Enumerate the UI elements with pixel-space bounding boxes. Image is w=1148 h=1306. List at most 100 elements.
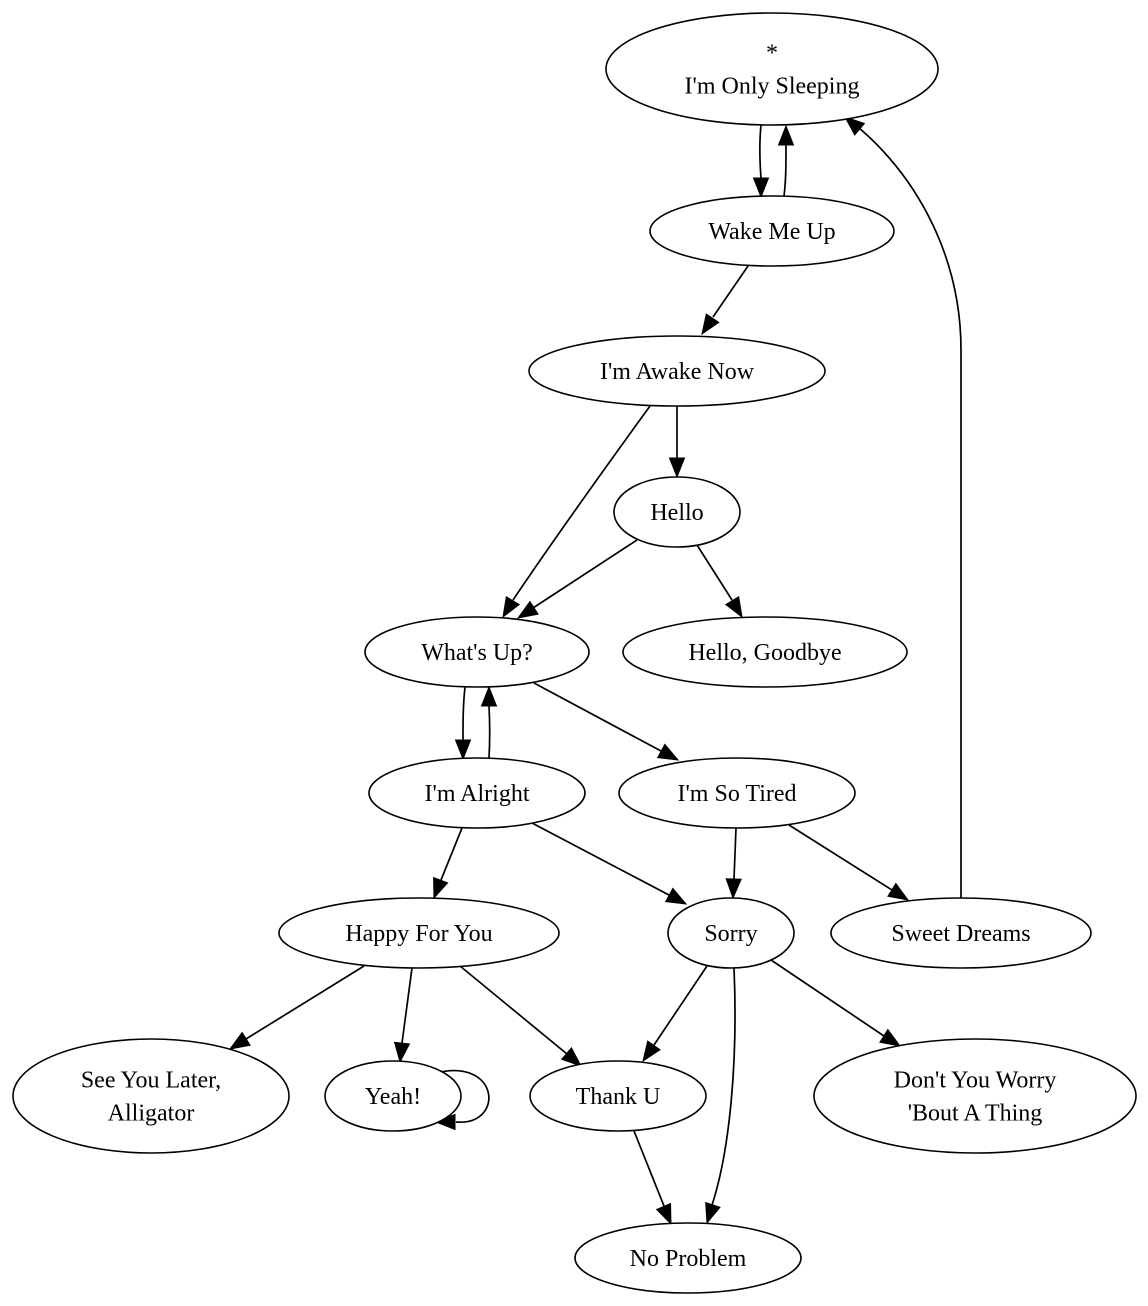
node-label: Don't You Worry	[894, 1068, 1057, 1094]
edge-sorry-to-noproblem	[705, 967, 736, 1225]
arrowhead	[393, 1041, 411, 1064]
edge-line	[533, 682, 662, 752]
edge-alright-to-sorry	[531, 822, 688, 905]
edge-line	[531, 822, 670, 896]
node-whatsup[interactable]: What's Up?	[364, 616, 590, 688]
node-ellipse	[324, 1060, 462, 1132]
edge-line	[532, 539, 638, 609]
edge-whatsup-to-tired	[533, 682, 680, 761]
node-ellipse	[613, 476, 741, 548]
edge-line	[788, 824, 893, 891]
node-later[interactable]: See You Later,Alligator	[12, 1038, 290, 1154]
node-label: *	[766, 41, 778, 67]
arrowhead	[656, 743, 680, 761]
edge-awake-to-whatsup	[502, 405, 651, 619]
edge-line	[462, 686, 466, 741]
node-label: Sweet Dreams	[891, 921, 1030, 947]
arrowhead	[454, 739, 472, 761]
edge-alright-to-whatsup	[480, 685, 498, 759]
edge-line	[633, 1130, 665, 1207]
node-ellipse	[622, 616, 908, 688]
node-label: I'm Awake Now	[600, 359, 755, 385]
node-label: Yeah!	[365, 1084, 421, 1110]
node-hellogoodbye[interactable]: Hello, Goodbye	[622, 616, 908, 688]
edge-thanku-to-noproblem	[633, 1130, 672, 1226]
node-label: Wake Me Up	[708, 219, 835, 245]
arrowhead	[664, 887, 688, 905]
edge-line	[712, 265, 749, 318]
node-ellipse	[618, 757, 856, 829]
arrowhead	[752, 177, 770, 199]
node-label: Hello, Goodbye	[688, 640, 841, 666]
node-ellipse	[528, 335, 826, 407]
arrowhead	[560, 1047, 583, 1067]
node-label: See You Later,	[81, 1068, 221, 1094]
arrowhead	[843, 116, 866, 136]
arrowhead	[724, 596, 743, 619]
arrowhead	[642, 1040, 661, 1063]
edge-line	[857, 126, 962, 898]
arrowhead	[433, 876, 449, 900]
edge-alright-to-happy	[433, 827, 463, 900]
edge-line	[696, 544, 733, 601]
edge-line	[440, 827, 463, 881]
arrowhead	[725, 878, 742, 900]
node-awake[interactable]: I'm Awake Now	[528, 335, 826, 407]
node-sweet[interactable]: Sweet Dreams	[830, 897, 1092, 969]
node-wake[interactable]: Wake Me Up	[649, 195, 895, 267]
arrowhead	[701, 313, 720, 336]
arrowhead	[655, 1202, 672, 1226]
edges-layer	[228, 116, 962, 1226]
node-alright[interactable]: I'm Alright	[368, 757, 586, 829]
node-thanku[interactable]: Thank U	[529, 1060, 707, 1132]
edge-sorry-to-thanku	[642, 965, 708, 1063]
edge-line	[711, 967, 736, 1206]
arrowhead	[705, 1201, 721, 1225]
edge-hello-to-whatsup	[516, 539, 638, 619]
edge-line	[401, 967, 413, 1044]
node-ellipse	[813, 1038, 1137, 1154]
node-ellipse	[278, 897, 560, 969]
edge-sweet-to-sleeping	[843, 116, 962, 898]
node-label: No Problem	[630, 1246, 747, 1272]
node-ellipse	[649, 195, 895, 267]
node-happy[interactable]: Happy For You	[278, 897, 560, 969]
arrowhead	[879, 1028, 902, 1047]
edge-hello-to-hellogoodbye	[696, 544, 743, 619]
node-label: Hello	[650, 500, 703, 526]
node-label: I'm Only Sleeping	[685, 74, 860, 100]
edge-sorry-to-worry	[770, 959, 902, 1047]
node-ellipse	[574, 1222, 802, 1294]
edge-awake-to-hello	[668, 406, 686, 479]
node-ellipse	[368, 757, 586, 829]
node-label: Thank U	[576, 1084, 661, 1110]
edge-whatsup-to-alright	[454, 686, 472, 761]
node-ellipse	[830, 897, 1092, 969]
arrowhead	[502, 596, 521, 619]
edge-tired-to-sweet	[788, 824, 910, 901]
node-label: I'm So Tired	[677, 781, 796, 807]
node-label: I'm Alright	[425, 781, 530, 807]
edge-line	[512, 405, 651, 601]
node-label: 'Bout A Thing	[908, 1101, 1043, 1127]
arrowhead	[228, 1031, 251, 1050]
node-label: Sorry	[704, 921, 757, 947]
arrowhead	[777, 124, 795, 146]
edge-line	[770, 959, 885, 1037]
node-worry[interactable]: Don't You Worry 'Bout A Thing	[813, 1038, 1137, 1154]
node-hello[interactable]: Hello	[613, 476, 741, 548]
arrowhead	[480, 685, 498, 707]
edge-line	[653, 965, 708, 1046]
arrowhead	[668, 457, 686, 479]
node-noproblem[interactable]: No Problem	[574, 1222, 802, 1294]
node-sleeping[interactable]: * I'm Only Sleeping	[605, 12, 939, 126]
edge-line	[435, 1069, 490, 1123]
edge-line	[783, 144, 787, 197]
node-ellipse	[667, 897, 795, 969]
node-sorry[interactable]: Sorry	[667, 897, 795, 969]
node-tired[interactable]: I'm So Tired	[618, 757, 856, 829]
edge-wake-to-awake	[701, 265, 749, 336]
edge-tired-to-sorry	[725, 827, 742, 900]
node-yeah[interactable]: Yeah!	[324, 1060, 462, 1132]
